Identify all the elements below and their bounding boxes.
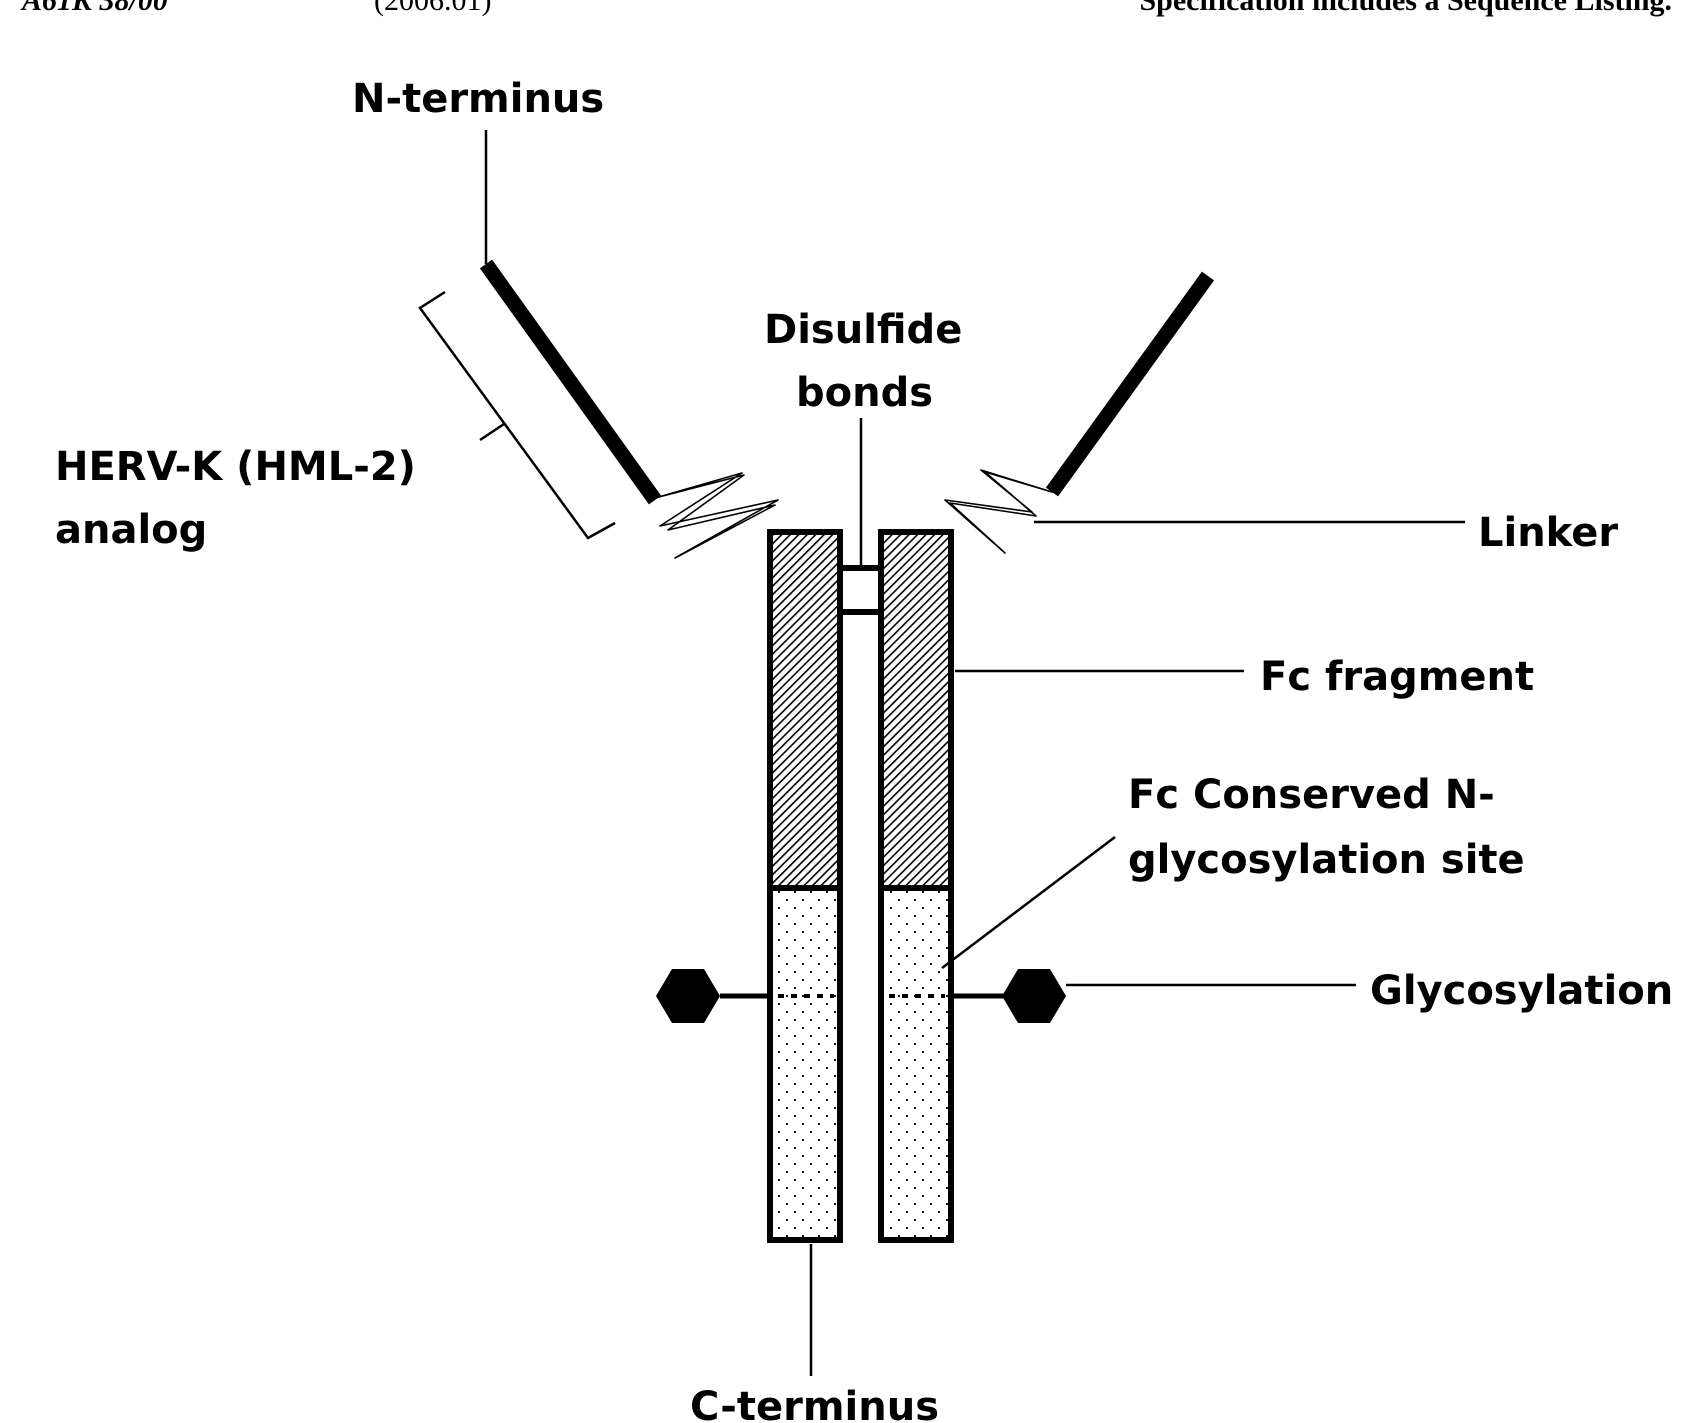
right-analog-arm [1052, 276, 1208, 492]
glycosylation-label: Glycosylation [1370, 968, 1673, 1014]
left-linker [655, 473, 778, 558]
right-glycan-hexagon [1002, 969, 1066, 1023]
right-fc-lower-segment [881, 888, 951, 1240]
disulfide-label-line1: Disulfide [764, 307, 962, 353]
left-fc-lower-segment [770, 888, 840, 1240]
fc-fragment-label: Fc fragment [1260, 654, 1534, 700]
left-fc-upper-segment [770, 532, 840, 888]
left-analog-arm [486, 264, 655, 500]
left-glycan-hexagon [656, 969, 720, 1023]
c-terminus-label: C-terminus [690, 1384, 939, 1423]
n-terminus-label: N-terminus [352, 76, 604, 122]
analog-label-line1: HERV-K (HML-2) [55, 444, 416, 490]
nglyco-site-label-line2: glycosylation site [1128, 837, 1525, 883]
right-fc-upper-segment [881, 532, 951, 888]
nglyco-site-leader [942, 837, 1115, 968]
right-linker [945, 470, 1052, 553]
nglyco-site-label-line1: Fc Conserved N- [1128, 772, 1495, 818]
disulfide-label-line2: bonds [796, 370, 933, 416]
analog-label-line2: analog [55, 507, 207, 553]
linker-label: Linker [1478, 510, 1618, 556]
